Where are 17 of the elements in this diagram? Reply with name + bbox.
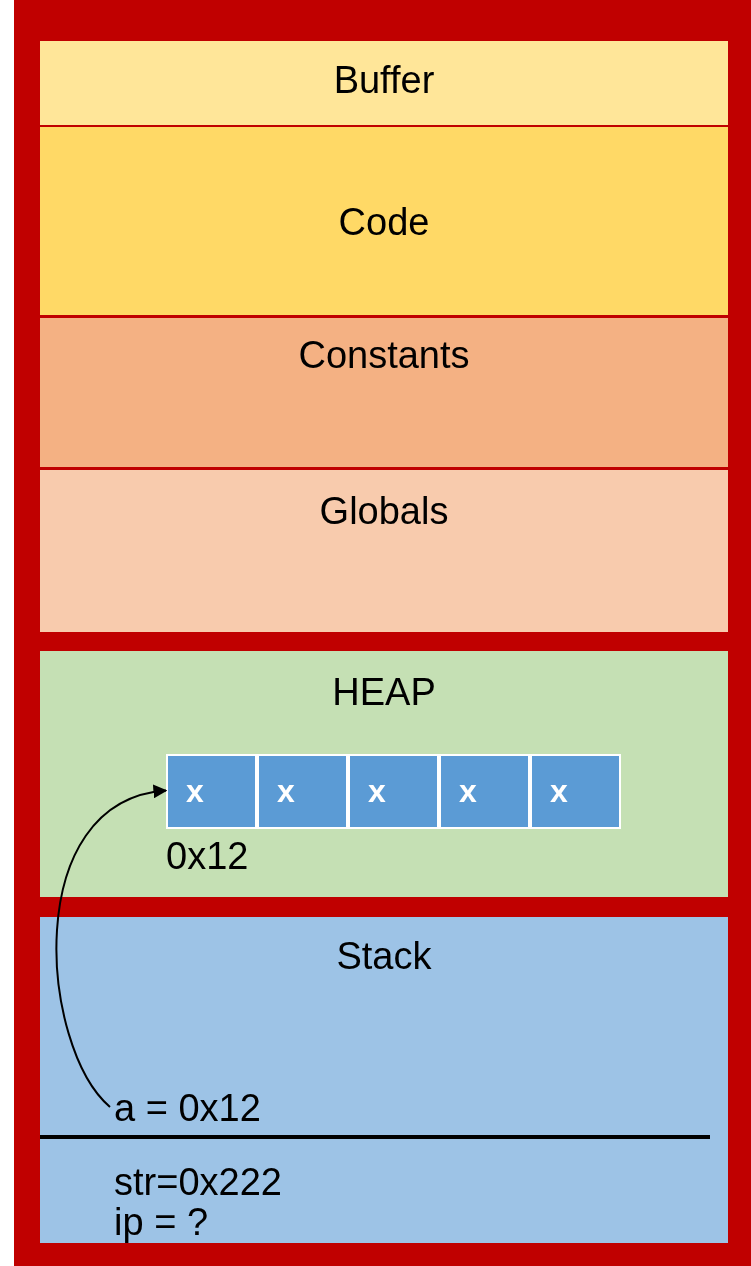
- array-cell: x: [257, 754, 348, 829]
- array-cell: x: [530, 754, 621, 829]
- memory-segment: Buffer: [40, 40, 728, 125]
- array-cell: x: [348, 754, 439, 829]
- memory-segment: Constants: [40, 317, 728, 467]
- pointer-arrow: [55, 786, 168, 1108]
- memory-segment: Stack a = 0x12 str=0x222 ip = ?: [40, 916, 728, 1243]
- memory-frame: [14, 0, 751, 1266]
- memory-segment: Code: [40, 126, 728, 315]
- array-cell: x: [439, 754, 530, 829]
- address-text: 0x12: [166, 836, 249, 876]
- variable-text: str=0x222: [114, 1162, 282, 1202]
- memory-segment: HEAP x x x x x 0x12: [40, 650, 728, 897]
- variable-text: ip = ?: [114, 1202, 209, 1242]
- variable-text: a = 0x12: [114, 1086, 284, 1130]
- array-cell: x: [166, 754, 257, 829]
- memory-segment: Globals: [40, 469, 728, 632]
